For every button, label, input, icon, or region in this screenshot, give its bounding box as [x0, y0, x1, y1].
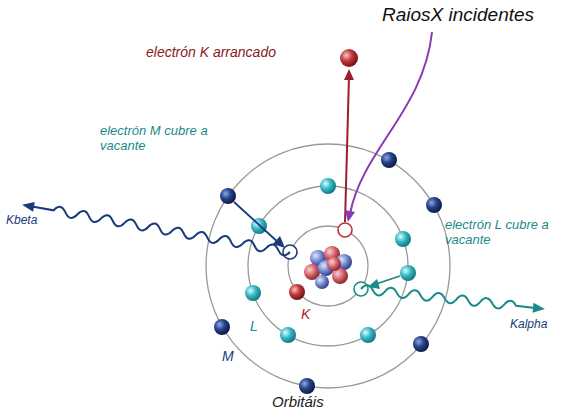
shell-label: M — [222, 348, 234, 364]
m-orbit — [206, 144, 450, 388]
ejected-electron-label: electrón K arrancado — [146, 44, 276, 60]
transition-label: electrón L cubre a vacante — [445, 218, 565, 248]
shell-label: L — [250, 318, 258, 334]
nucleus — [304, 246, 352, 289]
m-transition-arrow — [234, 202, 285, 248]
m-electrons — [214, 152, 442, 394]
l-electrons — [245, 178, 416, 343]
transition-label: electrón M cubre a vacante — [100, 124, 232, 154]
xray-label: RaiosX incidentes — [382, 4, 534, 26]
l-transition-arrow — [368, 276, 400, 289]
line-label: Kalpha — [510, 318, 547, 332]
ejected-electron — [340, 49, 358, 67]
caption-label: Orbitáis — [272, 393, 324, 410]
xray-arrow — [345, 32, 432, 222]
kbeta-photon — [21, 200, 291, 257]
k-vacancy — [338, 223, 352, 237]
shell-label: K — [301, 306, 310, 322]
k-orbit — [288, 226, 368, 306]
line-label: Kbeta — [6, 214, 37, 228]
k-electron — [289, 284, 305, 300]
ejection-arrow — [344, 69, 354, 222]
kalpha-photon — [360, 284, 545, 314]
orbits — [206, 144, 450, 388]
l-orbit — [248, 186, 408, 346]
